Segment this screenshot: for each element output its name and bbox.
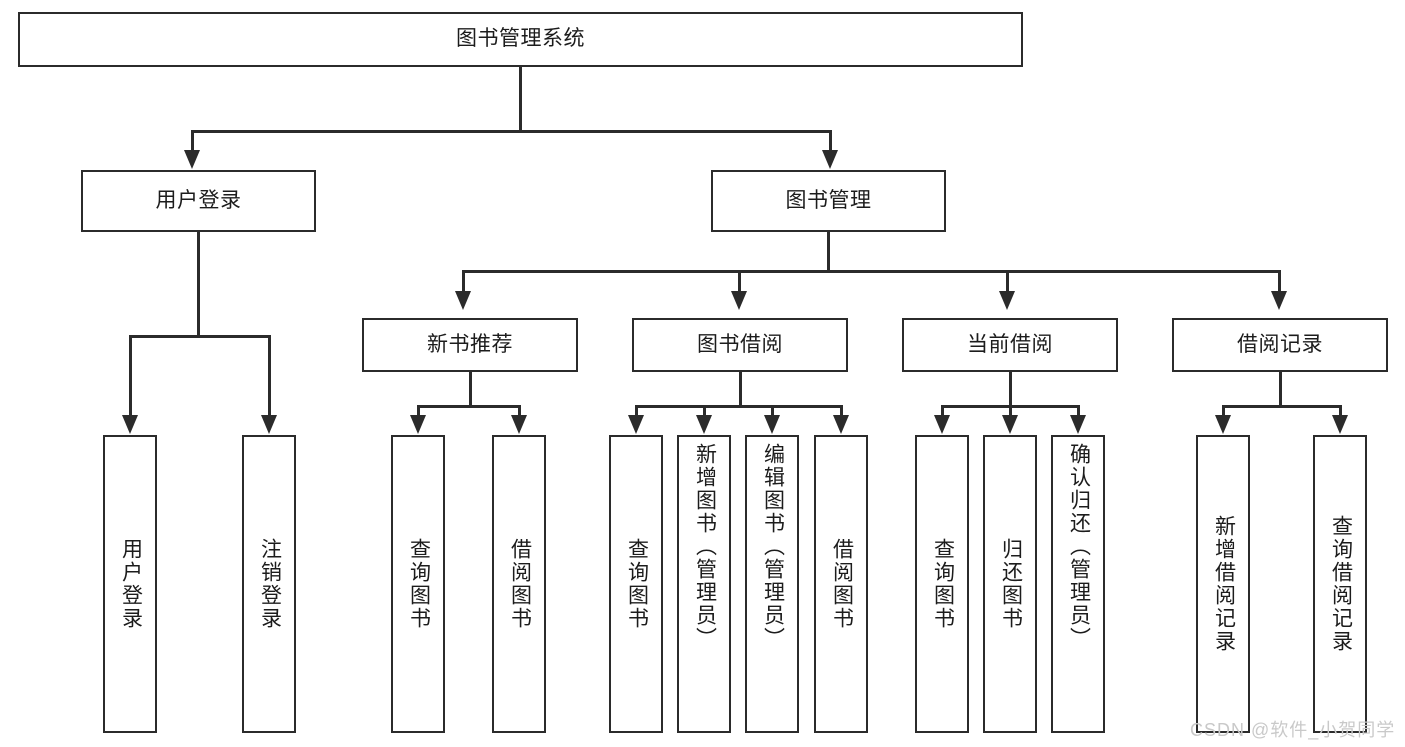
node-label: 借阅记录 xyxy=(1237,332,1323,356)
leaf-current-return-book[interactable]: 归还图书 xyxy=(983,435,1037,733)
connector-root-to-book-mgmt xyxy=(829,130,832,151)
node-book-borrow[interactable]: 图书借阅 xyxy=(632,318,848,372)
connector-user-login-bar xyxy=(129,335,271,338)
connector-root-to-user-login xyxy=(191,130,194,151)
arrow-down-icon xyxy=(934,415,950,434)
node-label: 当前借阅 xyxy=(967,332,1053,356)
leaf-new-book-query[interactable]: 查询图书 xyxy=(391,435,445,733)
arrow-down-icon xyxy=(1002,415,1018,434)
node-current-borrow[interactable]: 当前借阅 xyxy=(902,318,1118,372)
leaf-borrow-add-book[interactable]: 新增图书（管理员） xyxy=(677,435,731,733)
connector-root-stem xyxy=(519,67,522,130)
node-label: 图书管理 xyxy=(785,188,872,212)
connector-book-mgmt-to-l3-2 xyxy=(738,270,741,292)
arrow-down-icon xyxy=(1070,415,1086,434)
leaf-user-login[interactable]: 用户登录 xyxy=(103,435,157,733)
connector-current-borrow-to-leaf-3 xyxy=(1077,405,1080,417)
node-label: 查询借阅记录 xyxy=(1329,515,1353,653)
arrow-down-icon xyxy=(628,415,644,434)
node-label: 用户登录 xyxy=(155,188,242,212)
connector-borrow-record-to-leaf-2 xyxy=(1339,405,1342,417)
arrow-down-icon xyxy=(455,291,471,310)
arrow-down-icon xyxy=(1271,291,1287,310)
node-label: 查询图书 xyxy=(407,538,431,630)
node-label: 图书管理系统 xyxy=(456,27,585,51)
arrow-down-icon xyxy=(822,150,838,169)
connector-current-borrow-to-leaf-2 xyxy=(1009,405,1012,417)
connector-book-mgmt-to-l3-3 xyxy=(1006,270,1009,292)
leaf-user-logout[interactable]: 注销登录 xyxy=(242,435,296,733)
leaf-current-confirm-return[interactable]: 确认归还（管理员） xyxy=(1051,435,1105,733)
node-label: 图书借阅 xyxy=(697,332,783,356)
connector-borrow-record-bar xyxy=(1222,405,1341,408)
node-label: 用户登录 xyxy=(119,538,143,630)
connector-book-mgmt-bar xyxy=(462,270,1280,273)
connector-user-login-stem xyxy=(197,232,200,335)
node-label: 新书推荐 xyxy=(427,332,513,356)
leaf-borrow-query-book[interactable]: 查询图书 xyxy=(609,435,663,733)
arrow-down-icon xyxy=(1332,415,1348,434)
connector-book-mgmt-stem xyxy=(827,232,830,270)
connector-user-login-to-leaf-2 xyxy=(268,335,271,416)
arrow-down-icon xyxy=(764,415,780,434)
arrow-down-icon xyxy=(999,291,1015,310)
arrow-down-icon xyxy=(184,150,200,169)
arrow-down-icon xyxy=(833,415,849,434)
arrow-down-icon xyxy=(1215,415,1231,434)
leaf-borrow-edit-book[interactable]: 编辑图书（管理员） xyxy=(745,435,799,733)
node-label: 确认归还（管理员） xyxy=(1067,443,1091,650)
connector-book-borrow-to-leaf-2 xyxy=(703,405,706,417)
connector-new-book-stem xyxy=(469,372,472,405)
arrow-down-icon xyxy=(261,415,277,434)
connector-new-book-to-leaf-2 xyxy=(518,405,521,417)
leaf-borrow-borrow-book[interactable]: 借阅图书 xyxy=(814,435,868,733)
connector-new-book-to-leaf-1 xyxy=(417,405,420,417)
connector-current-borrow-stem xyxy=(1009,372,1012,405)
arrow-down-icon xyxy=(410,415,426,434)
node-label: 查询图书 xyxy=(625,538,649,630)
node-borrow-record[interactable]: 借阅记录 xyxy=(1172,318,1388,372)
leaf-current-query-book[interactable]: 查询图书 xyxy=(915,435,969,733)
node-label: 查询图书 xyxy=(931,538,955,630)
node-label: 新增借阅记录 xyxy=(1212,515,1236,653)
connector-new-book-bar xyxy=(417,405,521,408)
leaf-record-add[interactable]: 新增借阅记录 xyxy=(1196,435,1250,733)
leaf-new-book-borrow[interactable]: 借阅图书 xyxy=(492,435,546,733)
node-new-book-recommend[interactable]: 新书推荐 xyxy=(362,318,578,372)
node-user-login[interactable]: 用户登录 xyxy=(81,170,316,232)
node-label: 注销登录 xyxy=(258,538,282,630)
connector-book-borrow-to-leaf-4 xyxy=(840,405,843,417)
connector-borrow-record-to-leaf-1 xyxy=(1222,405,1225,417)
connector-user-login-to-leaf-1 xyxy=(129,335,132,416)
arrow-down-icon xyxy=(511,415,527,434)
connector-book-borrow-to-leaf-1 xyxy=(635,405,638,417)
connector-book-borrow-to-leaf-3 xyxy=(771,405,774,417)
connector-book-borrow-bar xyxy=(635,405,843,408)
node-root-system[interactable]: 图书管理系统 xyxy=(18,12,1023,67)
connector-book-mgmt-to-l3-4 xyxy=(1278,270,1281,292)
arrow-down-icon xyxy=(731,291,747,310)
connector-current-borrow-to-leaf-1 xyxy=(941,405,944,417)
watermark: CSDN @软件_小贺同学 xyxy=(1190,720,1396,740)
node-label: 编辑图书（管理员） xyxy=(761,443,785,650)
arrow-down-icon xyxy=(122,415,138,434)
node-label: 归还图书 xyxy=(999,538,1023,630)
arrow-down-icon xyxy=(696,415,712,434)
connector-root-bar xyxy=(191,130,831,133)
node-label: 借阅图书 xyxy=(508,538,532,630)
node-label: 新增图书（管理员） xyxy=(693,443,717,650)
node-book-management[interactable]: 图书管理 xyxy=(711,170,946,232)
leaf-record-query[interactable]: 查询借阅记录 xyxy=(1313,435,1367,733)
node-label: 借阅图书 xyxy=(830,538,854,630)
connector-book-borrow-stem xyxy=(739,372,742,405)
connector-borrow-record-stem xyxy=(1279,372,1282,405)
connector-book-mgmt-to-l3-1 xyxy=(462,270,465,292)
